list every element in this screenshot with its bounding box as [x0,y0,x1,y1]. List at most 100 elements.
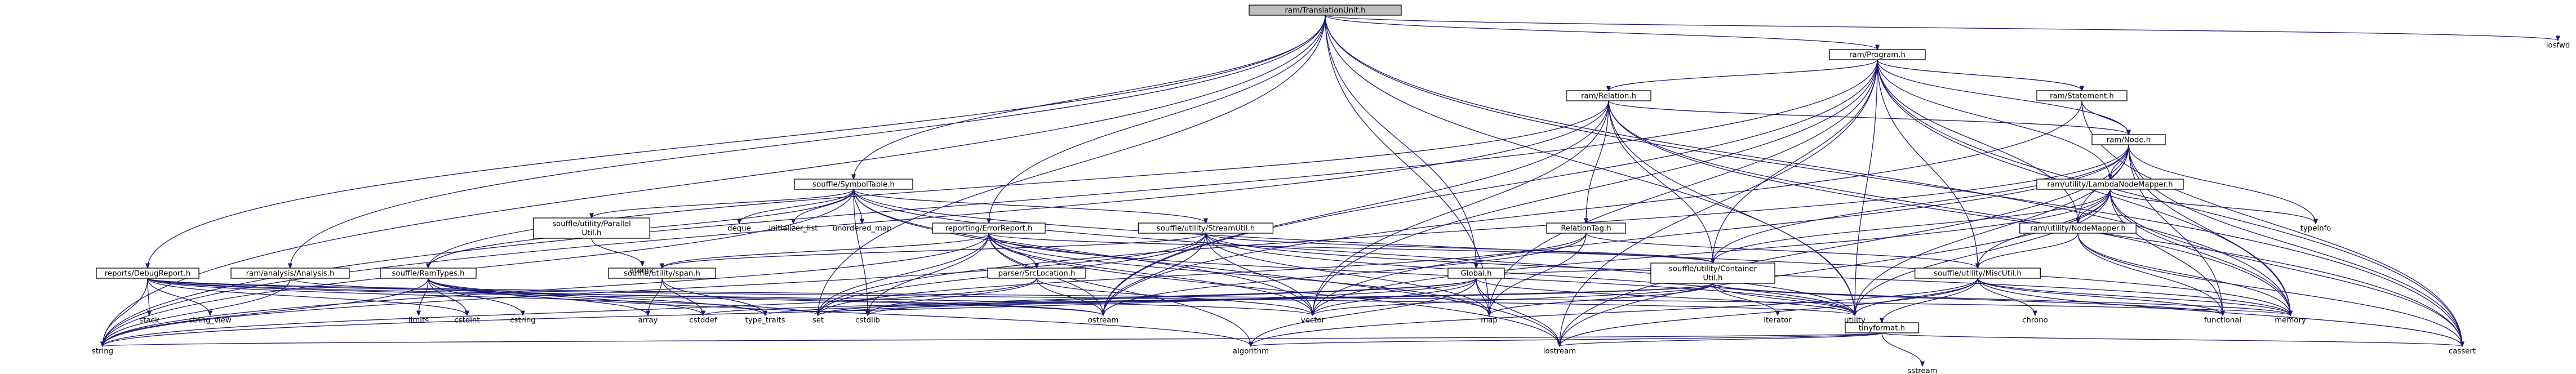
edge-errrep-to-contutil [988,233,1713,263]
edge-root-to-errrep [989,15,1326,223]
edge-relation-to-utility [1608,100,1855,315]
node-nm[interactable]: ram/utility/NodeMapper.h [2019,222,2137,234]
node-box-statement [2036,90,2128,101]
node-node[interactable]: ram/Node.h [2091,134,2166,145]
edge-ramtypes-to-algorithm [428,278,1251,346]
node-srcloc[interactable]: parser/SrcLocation.h [987,268,1086,279]
node-box-global [1447,268,1505,279]
node-errrep[interactable]: reporting/ErrorReport.h [932,222,1046,234]
edge-symtab-to-streamutil [853,189,1206,224]
node-label-vector: vector [1301,317,1325,325]
edge-program-to-lnm [1877,59,2110,179]
node-label-set: set [812,317,824,325]
edge-node-to-vector [1313,144,2129,315]
edge-relation-to-ostream [1103,100,1609,315]
node-debugrep[interactable]: reports/DebugReport.h [96,268,199,279]
node-label-map: map [1481,317,1498,325]
node-label-ostream: ostream [1088,317,1119,325]
edge-debugrep-to-set [147,278,818,315]
edge-global-to-iostream [1476,278,1560,346]
node-box-program [1829,49,1926,60]
node-label-tinyformat: tinyformat.h [1859,324,1905,333]
edge-errrep-to-iostream [988,233,1560,346]
node-label-errrep: reporting/ErrorReport.h [945,225,1033,233]
edge-debugrep-to-utility [147,278,1855,315]
edge-reltag-to-set [818,233,1587,315]
edge-symtab-to-parcont [592,189,854,219]
edge-program-to-iostream [1560,59,1878,346]
edge-node-to-functional [2128,144,2223,315]
edge-root-to-symtab [854,15,1326,179]
edge-relation-to-ramtypes [428,100,1609,268]
edge-node-to-contutil [1713,144,2129,263]
node-cstring: cstring [510,317,535,325]
edge-relation-to-vector [1313,100,1609,315]
node-analysis[interactable]: ram/analysis/Analysis.h [230,268,350,279]
node-box-srcloc [987,268,1086,279]
node-deque: deque [727,225,751,233]
node-label-array: array [638,317,658,325]
node-box-parcont [533,217,650,239]
node-relation[interactable]: ram/Relation.h [1566,90,1651,101]
edge-node-to-utility [1855,144,2129,315]
node-label-lnm: ram/utility/LambdaNodeMapper.h [2047,181,2173,189]
edge-global-to-string [103,278,1477,346]
edge-program-to-ostream [1103,59,1878,315]
edge-global-to-cstdlib [868,278,1477,315]
edge-program-to-nm [1877,59,2078,223]
edge-streamutil-to-vector [1205,233,1313,315]
node-tinyformat[interactable]: tinyformat.h [1845,322,1919,333]
node-streamutil[interactable]: souffle/utility/StreamUtil.h [1138,222,1274,234]
edge-contutil-to-utility [1712,283,1855,315]
node-program[interactable]: ram/Program.h [1829,49,1926,60]
node-label-program: ram/Program.h [1849,51,1906,60]
node-reltag[interactable]: RelationTag.h [1546,222,1626,234]
edge-miscutil-to-tinyformat [1882,278,1978,323]
node-label-functional: functional [2204,317,2241,325]
edge-reltag-to-miscutil [1585,233,1978,269]
node-label-cstdint: cstdint [454,317,479,325]
node-symtab[interactable]: souffle/SymbolTable.h [794,179,913,190]
node-lnm[interactable]: ram/utility/LambdaNodeMapper.h [2036,179,2184,190]
dependency-edges [103,15,2558,366]
node-label-cassert: cassert [2449,348,2476,356]
node-algorithm: algorithm [1233,348,1269,356]
edge-ramtypes-to-cstddef [428,278,703,315]
edge-program-to-statement [1877,59,2082,91]
edge-ramtypes-to-cstdint [428,278,467,315]
edge-contutil-to-memory [1712,283,2290,315]
node-label-ramtypes: souffle/RamTypes.h [392,270,464,278]
edge-symtab-to-string [103,189,854,346]
edge-statement-to-cassert [2081,100,2462,346]
node-iosfwd: iosfwd [2546,42,2570,50]
edge-tinyformat-to-iostream [1560,332,1882,346]
node-set: set [812,317,824,325]
edge-analysis-to-ostream [290,278,1103,315]
edge-node-to-memory [2128,144,2290,315]
node-label-root: ram/TranslationUnit.h [1285,7,1365,15]
node-ramtypes[interactable]: souffle/RamTypes.h [380,268,477,279]
node-box-ramtypes [380,268,477,279]
node-label-contutil: Util.h [1703,274,1723,283]
node-root[interactable]: ram/TranslationUnit.h [1249,5,1402,16]
node-label-algorithm: algorithm [1233,348,1269,356]
node-global[interactable]: Global.h [1447,268,1505,279]
edge-lnm-to-vector [1313,189,2111,315]
edge-nm-to-cassert [2077,233,2462,346]
node-span[interactable]: souffle/utility/span.h [608,268,716,279]
node-limits: limits [408,317,429,325]
node-miscutil[interactable]: souffle/utility/MiscUtil.h [1915,268,2041,279]
node-label-sstream: sstream [1907,367,1938,374]
edge-global-to-algorithm [1251,278,1477,346]
node-statement[interactable]: ram/Statement.h [2036,90,2128,101]
edge-reltag-to-ostream [1103,233,1587,315]
edge-lnm-to-iostream [1560,189,2111,346]
edge-root-to-global [1325,15,1476,268]
node-label-utility: utility [1844,317,1866,325]
edge-streamutil-to-map [1205,233,1489,315]
edge-errrep-to-span [662,233,989,268]
node-label-string: string [92,348,113,356]
edge-root-to-utility [1325,15,1855,315]
